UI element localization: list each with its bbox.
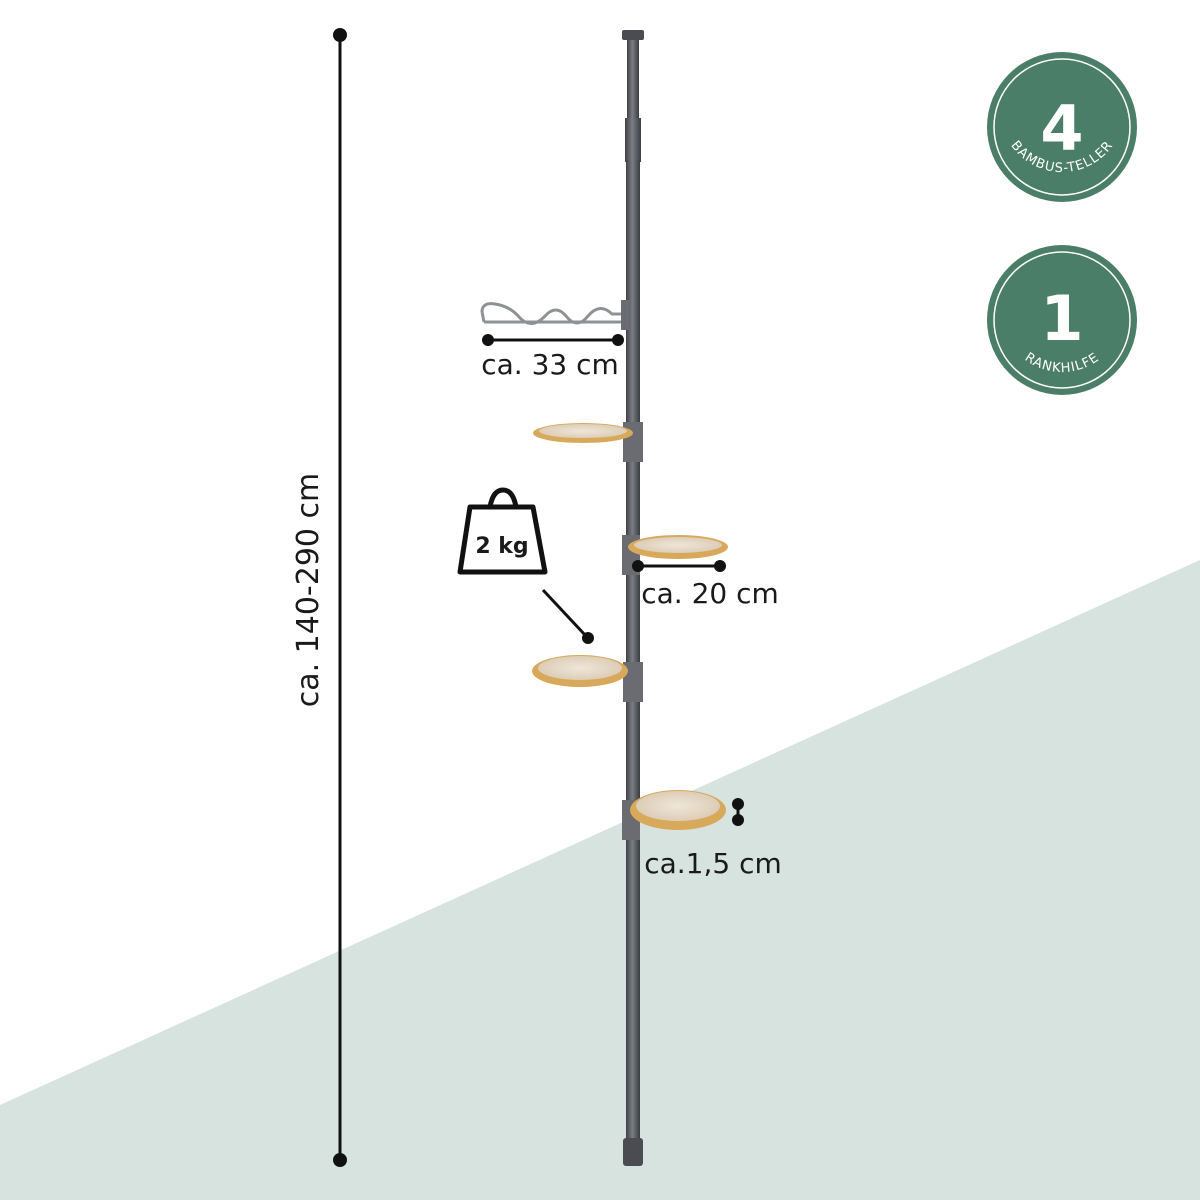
plate-thickness-label: ca.1,5 cm bbox=[644, 847, 782, 880]
badge-rankhilfe bbox=[987, 245, 1137, 395]
bamboo-plate-2 bbox=[628, 535, 728, 559]
badge-bambus-teller bbox=[987, 52, 1137, 202]
weight-label: 2 kg bbox=[475, 534, 528, 559]
bamboo-plate-4 bbox=[630, 790, 726, 830]
hook-rack bbox=[480, 302, 628, 325]
hook-width-dimension bbox=[482, 334, 624, 346]
background-band bbox=[0, 560, 1200, 1200]
badge-1-number: 4 bbox=[1040, 92, 1083, 165]
badge-2-number: 1 bbox=[1040, 282, 1083, 355]
height-dimension bbox=[333, 28, 347, 1167]
plate-diameter-label: ca. 20 cm bbox=[641, 577, 779, 610]
hook-width-label: ca. 33 cm bbox=[481, 348, 619, 381]
plate-thickness-dimension bbox=[732, 798, 744, 826]
bamboo-plate-1 bbox=[533, 423, 633, 443]
bamboo-plate-3 bbox=[532, 655, 628, 687]
weight-icon bbox=[457, 487, 548, 575]
height-label: ca. 140-290 cm bbox=[291, 473, 326, 708]
weight-callout-line bbox=[541, 588, 594, 644]
plate-diameter-dimension bbox=[632, 560, 726, 572]
